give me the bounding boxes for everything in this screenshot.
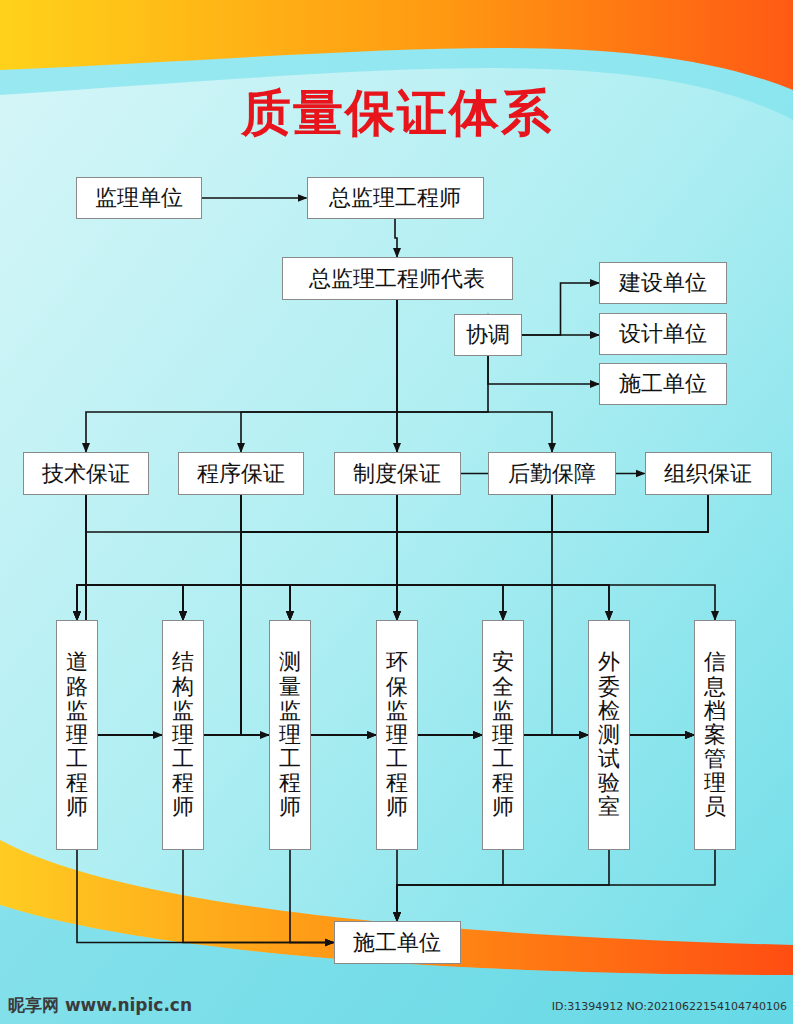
- connector-arrow: [77, 495, 397, 620]
- connector-arrow: [77, 495, 708, 620]
- connector-arrow: [488, 356, 599, 384]
- box-text: 程序保证: [197, 459, 285, 489]
- org-box: 总监理工程师: [307, 177, 484, 219]
- image-id: ID:31394912 NO:20210622154104740106: [552, 1000, 787, 1013]
- watermark: 昵享网 www.nipic.cn: [8, 994, 192, 1017]
- connector-arrow: [86, 495, 376, 735]
- connector-arrow: [397, 850, 715, 921]
- org-box: 组织保证: [645, 452, 772, 495]
- box-text: 制度保证: [353, 459, 441, 489]
- connector-arrow: [77, 495, 397, 620]
- connector-arrow: [77, 850, 334, 943]
- box-text: 信息档案管理员: [704, 650, 726, 819]
- vertical-role-box: 环保监理工程师: [376, 620, 418, 850]
- box-text: 施工单位: [619, 369, 707, 399]
- connector-arrow: [290, 850, 334, 943]
- vertical-role-box: 道路监理工程师: [56, 620, 98, 850]
- box-text: 总监理工程师代表: [309, 264, 485, 294]
- connector-arrow: [397, 495, 694, 735]
- connector-arrow: [241, 300, 397, 452]
- org-box: 建设单位: [599, 262, 727, 304]
- org-box: 协调: [454, 314, 522, 356]
- connector-arrow: [522, 334, 599, 336]
- box-text: 组织保证: [664, 459, 752, 489]
- connector-arrow: [183, 495, 708, 620]
- box-text: 总监理工程师: [329, 183, 461, 213]
- connector-arrow: [290, 495, 552, 620]
- org-box: 监理单位: [76, 177, 202, 219]
- vertical-role-box: 外委检测试验室: [588, 620, 630, 850]
- connector-arrow: [522, 283, 599, 335]
- org-box: 技术保证: [23, 452, 149, 495]
- box-text: 结构监理工程师: [172, 650, 194, 819]
- connector-arrow: [183, 495, 552, 620]
- box-text: 环保监理工程师: [386, 650, 408, 819]
- connector-arrow: [183, 850, 334, 943]
- box-text: 建设单位: [619, 268, 707, 298]
- box-text: 测量监理工程师: [279, 650, 301, 819]
- org-box: 制度保证: [334, 452, 461, 495]
- connector-arrow: [397, 495, 552, 620]
- box-text: 设计单位: [619, 319, 707, 349]
- connector-arrow: [86, 300, 397, 452]
- box-text: 道路监理工程师: [66, 650, 88, 819]
- diagram-title: 质量保证体系: [0, 80, 793, 147]
- connector-arrow: [241, 495, 397, 620]
- box-text: 技术保证: [42, 459, 130, 489]
- vertical-role-box: 安全监理工程师: [482, 620, 524, 850]
- org-box: 设计单位: [599, 313, 727, 355]
- connector-arrow: [397, 300, 552, 452]
- box-text: 外委检测试验室: [598, 650, 620, 819]
- connector-arrow: [397, 495, 715, 620]
- box-text: 协调: [466, 320, 510, 350]
- org-box: 施工单位: [334, 921, 461, 964]
- connector-arrow: [397, 495, 708, 620]
- connector-arrow: [397, 495, 708, 620]
- connector-arrow: [77, 495, 397, 620]
- org-box: 总监理工程师代表: [282, 257, 513, 300]
- connector-arrow: [290, 495, 397, 620]
- box-text: 监理单位: [95, 183, 183, 213]
- box-text: 安全监理工程师: [492, 650, 514, 819]
- connector-arrow: [202, 197, 307, 199]
- connector-arrow: [290, 495, 708, 620]
- connector-arrow: [395, 219, 397, 257]
- org-box: 后勤保障: [488, 452, 616, 495]
- connector-arrow: [397, 495, 708, 620]
- org-box: 施工单位: [599, 363, 727, 405]
- connector-arrow: [397, 495, 552, 620]
- vertical-role-box: 测量监理工程师: [269, 620, 311, 850]
- box-text: 施工单位: [353, 928, 441, 958]
- vertical-role-box: 结构监理工程师: [162, 620, 204, 850]
- box-text: 后勤保障: [508, 459, 596, 489]
- org-box: 程序保证: [178, 452, 304, 495]
- vertical-role-box: 信息档案管理员: [694, 620, 736, 850]
- connector-arrow: [77, 495, 552, 620]
